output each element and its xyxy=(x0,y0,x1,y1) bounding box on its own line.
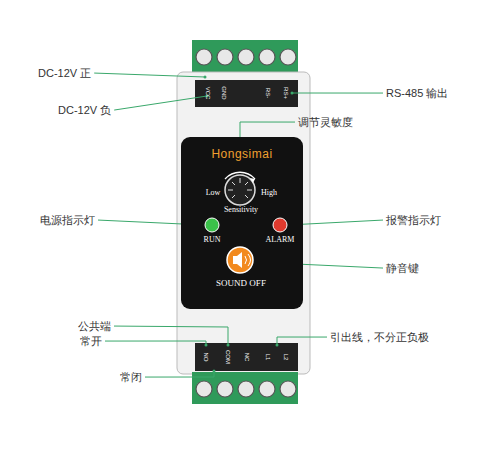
callout-label: 调节灵敏度 xyxy=(298,116,353,128)
top-terminal-block xyxy=(192,40,298,74)
leader-dot xyxy=(276,344,279,347)
callout-label: 引出线，不分正负极 xyxy=(330,331,429,343)
pin-label: COM xyxy=(225,350,232,364)
callout-label: 常闭 xyxy=(120,371,142,383)
callout-label: DC-12V 负 xyxy=(58,104,111,116)
pin-label: L1 xyxy=(265,354,272,361)
sound-off-label: SOUND OFF xyxy=(216,279,266,289)
leader-line xyxy=(94,73,205,77)
leader-dot xyxy=(204,76,207,79)
leader-line xyxy=(292,93,383,94)
top-screws xyxy=(196,49,296,65)
pin-label: NC xyxy=(244,353,251,362)
leader-dot xyxy=(227,344,230,347)
leader-line xyxy=(105,341,206,345)
leader-line xyxy=(114,326,228,345)
front-panel: HongsimaiLow HighSensitivityRUN ALARM SOUND… xyxy=(181,137,303,309)
bottom-screws xyxy=(196,381,296,397)
pin-label: GND xyxy=(221,86,228,99)
leader-dot xyxy=(205,344,208,347)
callout-label: 报警指示灯 xyxy=(386,214,441,226)
callout-label: RS-485 输出 xyxy=(386,87,448,99)
pin-label: NO xyxy=(203,353,210,362)
bottom-label-strip xyxy=(195,343,298,371)
brand-name: Hongsimai xyxy=(211,148,272,161)
top-label-strip xyxy=(195,80,298,107)
leader-line xyxy=(277,337,327,345)
pin-label: RS+ xyxy=(283,87,290,99)
knob-label: Sensitivity xyxy=(224,206,258,215)
alarm-label: ALARM xyxy=(266,236,295,245)
pin-label: L2 xyxy=(283,354,290,361)
pin-label: VCC xyxy=(205,87,212,100)
leader-dot xyxy=(291,92,294,95)
housing xyxy=(177,72,310,374)
run-label: RUN xyxy=(204,236,221,245)
leader-dot xyxy=(213,370,216,373)
callout-label: 公共端 xyxy=(78,320,111,332)
callout-label: 电源指示灯 xyxy=(40,214,95,226)
knob-low: Low xyxy=(206,189,221,198)
callout-label: 常开 xyxy=(80,335,102,347)
callout-label: 静音键 xyxy=(386,262,419,274)
callout-label: DC-12V 正 xyxy=(38,67,91,79)
leader-line xyxy=(145,371,214,377)
pin-label: RS- xyxy=(265,88,272,98)
knob-high: High xyxy=(261,189,277,198)
leader-line xyxy=(114,96,207,110)
